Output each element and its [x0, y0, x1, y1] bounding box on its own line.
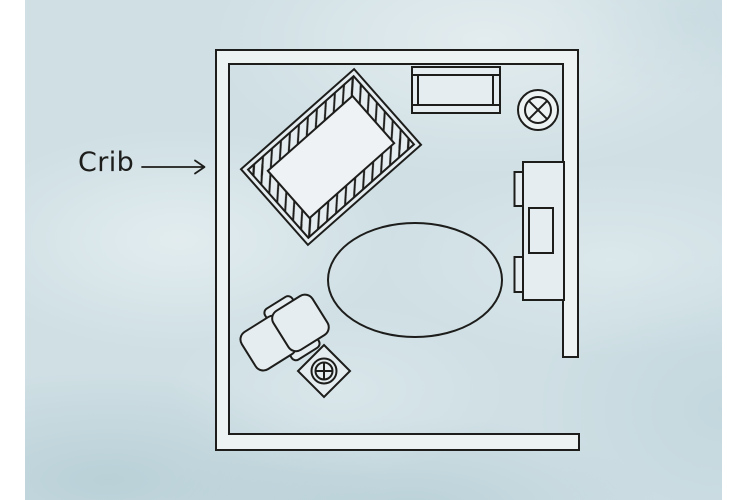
- crib-pointer-arrow: [141, 159, 206, 175]
- crib-label: Crib: [78, 147, 135, 178]
- room-walls: [215, 49, 580, 451]
- wardrobe-symbol: [513, 161, 565, 301]
- light-inner-circle: [524, 96, 552, 124]
- armchair-symbol: [239, 293, 330, 372]
- armchair-seat: [271, 293, 330, 353]
- crib-symbol: [239, 67, 423, 247]
- wardrobe-drawer: [528, 207, 554, 254]
- rug-symbol: [327, 222, 503, 338]
- light-x-icon: [528, 100, 548, 120]
- ceiling-light-symbol: [517, 89, 559, 131]
- crib-slats-bottom: [299, 133, 414, 238]
- side-table-symbol: [296, 343, 352, 399]
- watercolor-background: [25, 0, 722, 500]
- dresser-symbol: [411, 66, 501, 114]
- dresser-body: [411, 66, 501, 114]
- arrow-head-icon: [194, 159, 206, 175]
- dresser-drawer: [417, 74, 494, 106]
- crib-slats-right: [343, 76, 414, 154]
- crib-slats-left: [248, 160, 319, 238]
- crib-slats-top: [248, 76, 363, 181]
- lamp-plus-icon: [315, 362, 333, 380]
- lamp-outer-circle: [310, 357, 338, 385]
- crib-mattress: [266, 94, 396, 220]
